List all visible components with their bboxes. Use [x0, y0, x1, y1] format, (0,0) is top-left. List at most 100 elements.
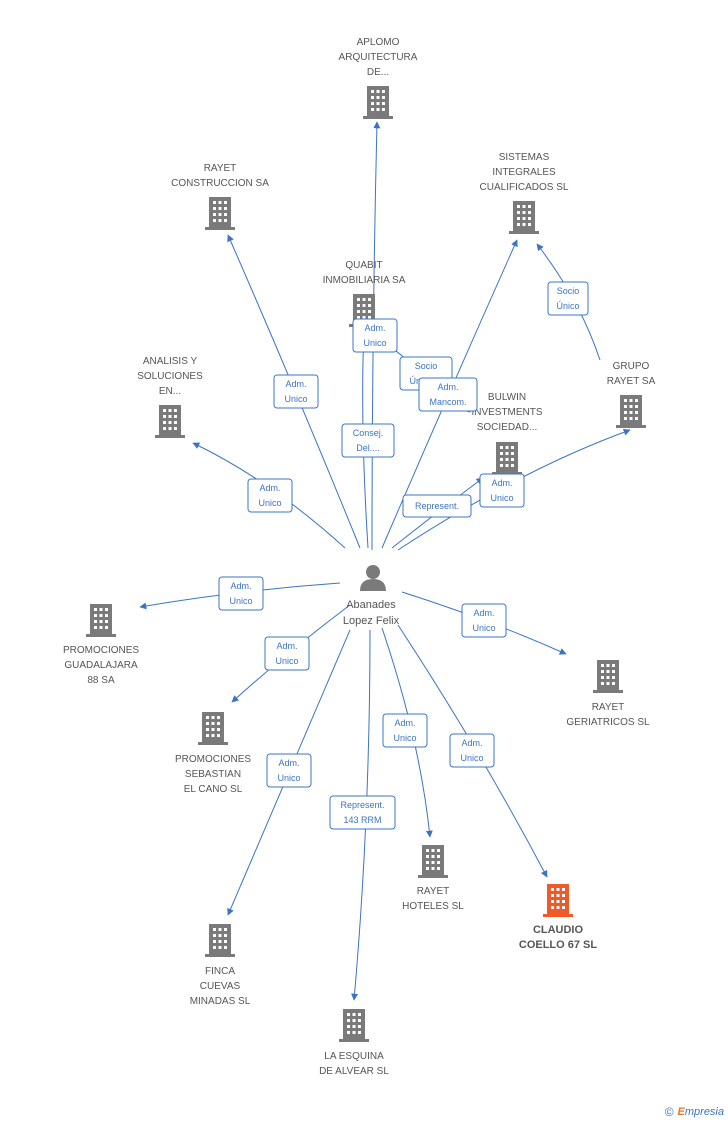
- edge-label-box: [264, 636, 310, 671]
- edge-label-box: [218, 576, 264, 611]
- building-icon-highlight: [543, 884, 573, 917]
- center-person-node[interactable]: Abanades Lopez Felix: [343, 565, 400, 627]
- edges: [139, 121, 631, 1001]
- edge-label-box: [352, 318, 398, 353]
- company-label-line: RAYET: [204, 163, 237, 174]
- company-label-line: INMOBILIARIA SA: [323, 275, 406, 286]
- edge-label-aplomo-consej[interactable]: Consej.Del....: [341, 423, 395, 458]
- brand-name: mpresia: [684, 1106, 724, 1118]
- company-label-line: EL CANO SL: [184, 784, 243, 795]
- edge-label-hoteles-adm[interactable]: Adm.Unico: [382, 713, 428, 748]
- edge-label-box: [266, 753, 312, 788]
- company-label-line: CUALIFICADOS SL: [480, 182, 569, 193]
- edge-label-text: Unico: [258, 498, 281, 508]
- edge-label-text: Socio: [415, 361, 438, 371]
- building-icon: [86, 604, 116, 637]
- edge-label-sebastian-adm[interactable]: Adm.Unico: [264, 636, 310, 671]
- building-icon: [509, 201, 539, 234]
- edge-label-text: Adm.: [473, 608, 494, 618]
- company-node-claudio-coello[interactable]: CLAUDIO COELLO 67 SL: [519, 884, 598, 951]
- company-label-line: GUADALAJARA: [64, 660, 138, 671]
- building-icon: [198, 712, 228, 745]
- company-node-bulwin[interactable]: BULWININVESTMENTSSOCIEDAD...: [471, 392, 543, 475]
- company-label-line: SEBASTIAN: [185, 769, 241, 780]
- person-icon: [360, 565, 386, 591]
- company-node-promociones-sebastian[interactable]: PROMOCIONES SEBASTIAN EL CANO SL: [175, 712, 251, 795]
- company-label-line: COELLO 67 SL: [519, 939, 598, 951]
- company-label-line: INTEGRALES: [492, 167, 556, 178]
- edge-label-text: Único: [556, 301, 579, 311]
- copyright-symbol: ©: [664, 1105, 674, 1119]
- edge-label-analisis-adm[interactable]: Adm. Unico: [247, 478, 293, 513]
- edge-label-text: Unico: [472, 623, 495, 633]
- edge-label-rayetc-adm[interactable]: Adm. Unico: [273, 374, 319, 409]
- company-node-aplomo[interactable]: APLOMOARQUITECTURADE...: [339, 37, 418, 119]
- edge-label-sistemas-mancom[interactable]: Adm.Mancom.: [418, 377, 478, 412]
- company-label-line: CONSTRUCCION SA: [171, 178, 269, 189]
- edge-label-text: Unico: [363, 338, 386, 348]
- edge-label-box: [461, 603, 507, 638]
- edge-label-grupo-adm[interactable]: Adm.Unico: [479, 473, 525, 508]
- edge-label-text: Unico: [277, 773, 300, 783]
- edge-label-box: [329, 795, 396, 830]
- edge-label-text: Unico: [393, 733, 416, 743]
- company-node-rayet-construccion[interactable]: RAYET CONSTRUCCION SA: [171, 163, 269, 230]
- company-label-line: PROMOCIONES: [175, 754, 251, 765]
- edge-label-text: Adm.: [437, 382, 458, 392]
- building-icon: [205, 924, 235, 957]
- edge-label-text: Adm.: [285, 379, 306, 389]
- company-label-line: MINADAS SL: [190, 996, 251, 1007]
- edge-label-text: Del....: [356, 443, 380, 453]
- empresia-logo[interactable]: Empresia: [678, 1106, 724, 1118]
- company-label-line: DE ALVEAR SL: [319, 1066, 389, 1077]
- company-label-line: CLAUDIO: [533, 924, 584, 936]
- company-label-line: CUEVAS: [200, 981, 241, 992]
- edge-label-text: Unico: [460, 753, 483, 763]
- edge-label-quabit-adm[interactable]: Adm. Unico: [352, 318, 398, 353]
- company-label-line: SISTEMAS: [499, 152, 550, 163]
- edge-labels: Adm.UnicoSocioÚnico,...Adm.Mancom.SocioÚ…: [218, 281, 589, 830]
- edge-label-guadalajara-adm[interactable]: Adm.Unico: [218, 576, 264, 611]
- edge-label-text: Represent.: [415, 501, 459, 511]
- company-node-la-esquina[interactable]: LA ESQUINA DE ALVEAR SL: [319, 1009, 389, 1077]
- building-icon: [616, 395, 646, 428]
- company-label-line: RAYET: [592, 702, 625, 713]
- company-label-line: ANALISIS Y: [143, 356, 198, 367]
- company-node-sistemas[interactable]: SISTEMAS INTEGRALES CUALIFICADOS SL: [480, 152, 569, 234]
- edge-label-esquina-repr[interactable]: Represent.143 RRM: [329, 795, 396, 830]
- edge-label-finca-adm[interactable]: Adm.Unico: [266, 753, 312, 788]
- edge-label-box: [402, 494, 472, 518]
- edge-label-box: [418, 377, 478, 412]
- edge-label-bulwin-repr[interactable]: Represent.: [402, 494, 472, 518]
- company-label-line: LA ESQUINA: [324, 1051, 384, 1062]
- company-node-quabit[interactable]: QUABIT INMOBILIARIA SA: [323, 260, 406, 327]
- edge-label-text: Adm.: [364, 323, 385, 333]
- company-label-line: INVESTMENTS: [471, 407, 542, 418]
- company-label-line: APLOMO: [357, 37, 400, 48]
- company-node-analisis[interactable]: ANALISIS YSOLUCIONESEN...: [137, 356, 203, 438]
- edge-label-text: Unico: [284, 394, 307, 404]
- company-label-line: 88 SA: [87, 675, 115, 686]
- building-icon: [418, 845, 448, 878]
- edge-label-text: Unico: [229, 596, 252, 606]
- edge-label-text: Adm.: [259, 483, 280, 493]
- edge-label-box: [479, 473, 525, 508]
- company-label-line: RAYET: [417, 886, 450, 897]
- person-name-line-1: Abanades: [346, 599, 396, 611]
- edge-label-text: Represent.: [340, 800, 384, 810]
- edge-label-text: Unico: [275, 656, 298, 666]
- edge-label-claudio-adm[interactable]: Adm.Unico: [449, 733, 495, 768]
- building-icon: [363, 86, 393, 119]
- footer-brand: © Empresia: [665, 1105, 724, 1119]
- edge-label-geriatricos-adm[interactable]: Adm. Unico: [461, 603, 507, 638]
- building-icon: [593, 660, 623, 693]
- company-label-line: QUABIT: [345, 260, 382, 271]
- edge-label-box: [247, 478, 293, 513]
